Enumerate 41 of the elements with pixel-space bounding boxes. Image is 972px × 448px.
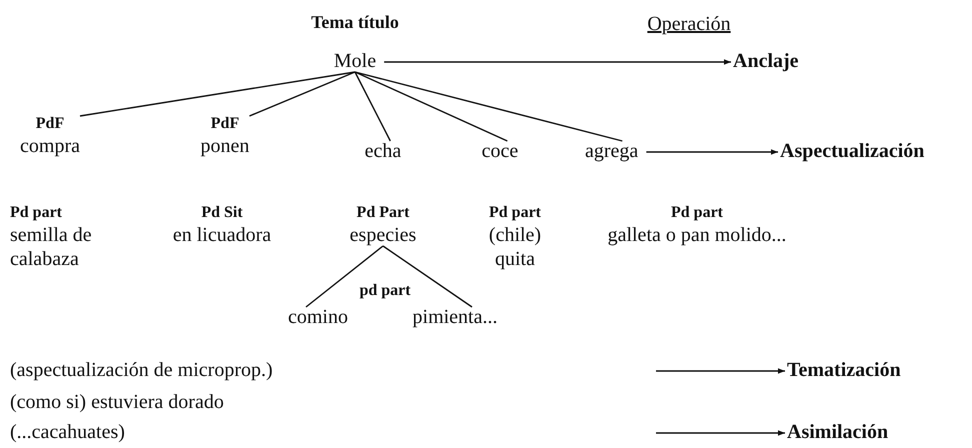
node-word: coce: [482, 139, 518, 163]
note-text: (aspectualización de microprop.): [10, 358, 273, 382]
tree-line: [354, 72, 391, 142]
node-word: comino: [288, 305, 348, 329]
tree-line: [249, 71, 356, 117]
arrow: [384, 59, 731, 65]
node-word: semilla de calabaza: [10, 223, 93, 271]
relation-tag: PdF: [200, 114, 250, 134]
tree-line: [382, 245, 472, 308]
arrow: [656, 430, 785, 436]
note-text: (como si) estuviera dorado: [10, 390, 224, 414]
operation-label: Aspectualización: [780, 139, 924, 163]
heading: Tema título: [311, 12, 399, 34]
node-word: echa: [364, 139, 402, 163]
node-word: en licuadora: [172, 223, 272, 247]
relation-tag: Pd part: [608, 203, 786, 223]
node-word: agrega: [585, 139, 638, 163]
column-heading: Operación: [647, 12, 731, 36]
relation-tag: Pd part: [10, 203, 110, 223]
relation-tag: Pd Sit: [172, 203, 272, 223]
operation-label: Anclaje: [733, 49, 799, 73]
node-word: especies: [350, 223, 416, 247]
node-word: ponen: [200, 134, 250, 158]
tree-line: [354, 71, 508, 142]
relation-tag: Pd part: [482, 203, 548, 223]
tree-line: [80, 71, 356, 117]
node-word: galleta o pan molido...: [608, 223, 786, 247]
node-word: pimienta...: [412, 305, 498, 329]
operation-label: Asimilación: [787, 420, 888, 444]
node-word: Mole: [334, 49, 376, 73]
node-word: compra: [20, 134, 80, 158]
node-word: (chile) quita: [488, 223, 542, 271]
relation-tag: Pd Part: [350, 203, 416, 223]
arrow: [646, 149, 778, 155]
tree-line: [306, 245, 384, 308]
tree-line: [354, 71, 622, 142]
relation-tag: PdF: [20, 114, 80, 134]
note-text: (...cacahuates): [10, 420, 125, 444]
relation-tag: pd part: [359, 281, 411, 300]
arrow: [656, 368, 785, 374]
operation-label: Tematización: [787, 358, 901, 382]
